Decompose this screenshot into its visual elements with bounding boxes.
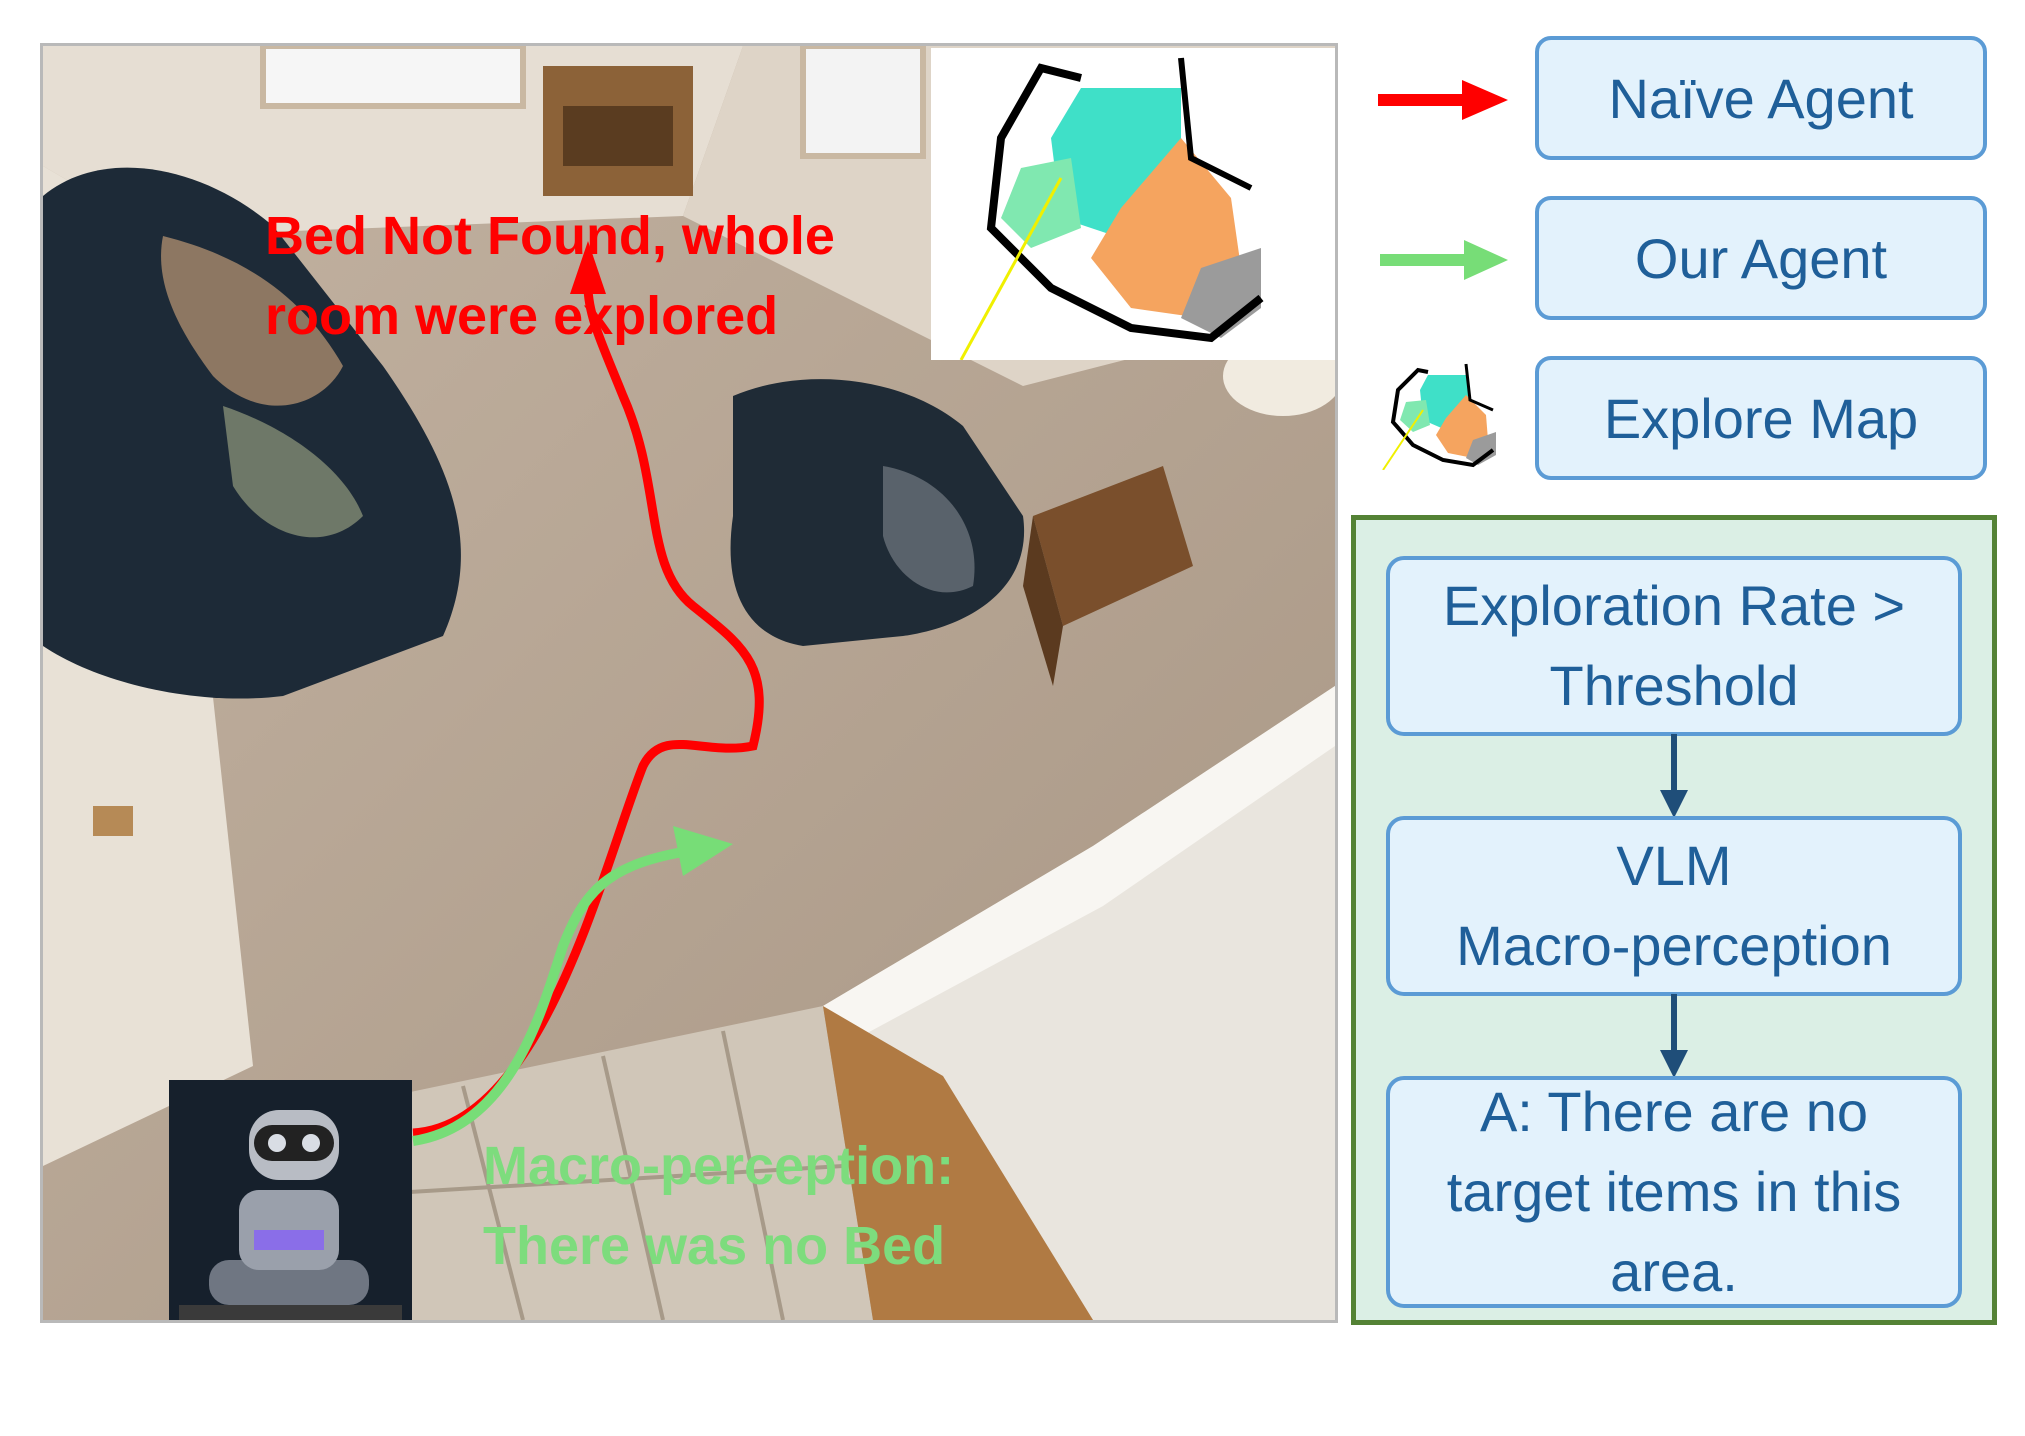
flow-step-exploration-rate: Exploration Rate > Threshold <box>1386 556 1962 736</box>
legend-map-label: Explore Map <box>1603 386 1919 450</box>
flow-step1-line2: Threshold <box>1549 654 1799 717</box>
flow-step3-line3: area. <box>1610 1240 1738 1303</box>
legend-naive-label: Naïve Agent <box>1608 66 1914 130</box>
flow-step2-line2: Macro-perception <box>1456 914 1892 977</box>
red-arrow-icon <box>1378 80 1508 120</box>
macro-perception-flow-panel: Exploration Rate > Threshold VLM Macro-p… <box>1351 515 1997 1325</box>
our-agent-path <box>412 847 684 1146</box>
our-path-arrowhead <box>673 826 733 876</box>
flow-arrow-2 <box>1660 994 1688 1078</box>
flow-step-vlm-macro-perception: VLM Macro-perception <box>1386 816 1962 996</box>
flow-step2-line1: VLM <box>1616 834 1732 897</box>
flow-step3-line2: target items in this <box>1446 1160 1902 1223</box>
red-note-line-2: room were explored <box>265 286 779 346</box>
flow-arrow-1 <box>1660 734 1688 818</box>
explore-map-icon <box>959 57 1264 361</box>
legend-ours-label: Our Agent <box>1634 226 1888 290</box>
legend-explore-map: Explore Map <box>1535 356 1987 480</box>
robot-image <box>169 1080 412 1320</box>
explore-map-inset <box>931 48 1335 361</box>
naive-path-arrowhead <box>570 241 606 294</box>
robot-icon <box>169 1080 412 1320</box>
flow-step3-line1: A: There are no <box>1479 1080 1869 1143</box>
naive-agent-path <box>412 285 764 1138</box>
explore-map-thumbnail-icon <box>1382 363 1496 470</box>
room-scene: Bed Not Found, whole room were explored … <box>40 43 1338 1323</box>
naive-result-note: Bed Not Found, whole room were explored <box>265 196 835 356</box>
legend-naive-agent: Naïve Agent <box>1535 36 1987 160</box>
green-arrow-icon <box>1380 240 1508 280</box>
flow-step-answer: A: There are no target items in this are… <box>1386 1076 1962 1308</box>
legend-our-agent: Our Agent <box>1535 196 1987 320</box>
macro-perception-note: Macro-perception: There was no Bed <box>483 1126 954 1286</box>
flow-step1-line1: Exploration Rate > <box>1442 574 1906 637</box>
green-note-line-1: Macro-perception: <box>483 1136 955 1196</box>
green-note-line-2: There was no Bed <box>483 1216 946 1276</box>
red-note-line-1: Bed Not Found, whole <box>265 206 835 266</box>
